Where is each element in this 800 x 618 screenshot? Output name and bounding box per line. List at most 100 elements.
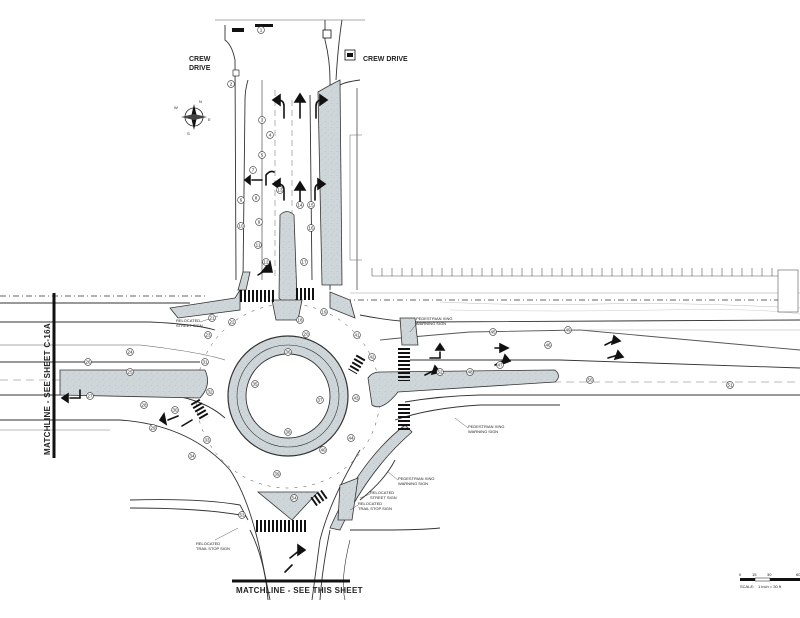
callout-bubble [320, 308, 328, 316]
callout-number: 36 [285, 350, 291, 355]
callout-number: 18 [297, 318, 303, 323]
matchline-bottom-label: MATCHLINE - SEE THIS SHEET [236, 586, 363, 595]
callout-number: 53 [239, 513, 245, 518]
callout-bubble [204, 331, 212, 339]
svg-text:WARNING SIGN: WARNING SIGN [468, 429, 498, 434]
callout-bubble [586, 376, 594, 384]
callout-number: 33 [204, 438, 210, 443]
callout-bubble [171, 406, 179, 414]
callout-bubble [255, 218, 263, 226]
callout-bubble [262, 258, 270, 266]
note-trail-stop-se: RELOCATED TRAIL STOP SIGN [349, 501, 392, 511]
central-island [195, 303, 381, 489]
callout-bubble [496, 361, 504, 369]
matchlines: MATCHLINE - SEE SHEET C-16A MATCHLINE - … [43, 293, 363, 595]
callout-bubble [237, 196, 245, 204]
svg-text:RELOCATED: RELOCATED [370, 490, 394, 495]
callout-number: 31 [202, 360, 208, 365]
callout-bubble [319, 446, 327, 454]
road-edges [0, 292, 800, 601]
callout-number: 2 [230, 82, 233, 87]
callout-bubble [544, 341, 552, 349]
callout-bubble [203, 436, 211, 444]
crew-drive-right: CREW DRIVE [363, 56, 408, 63]
callout-bubble [249, 166, 257, 174]
matchline-left-label: MATCHLINE - SEE SHEET C-16A [43, 323, 52, 455]
note-trail-stop-sw: RELOCATED TRAIL STOP SIGN [196, 527, 239, 551]
callout-bubble [353, 331, 361, 339]
callout-number: 19 [321, 310, 327, 315]
callout-bubble [258, 116, 266, 124]
crew-drive-left-line1: CREW [189, 56, 211, 63]
callout-number: 51 [727, 383, 733, 388]
callout-bubble [257, 26, 265, 34]
scale-tick-1: 15 [752, 572, 757, 577]
callout-number: 44 [348, 436, 354, 441]
callout-bubble [206, 388, 214, 396]
note-ped-xing-se: PEDESTRIAN XING WARNING SIGN [387, 471, 434, 486]
south-label: S [187, 131, 190, 136]
svg-text:WARNING SIGN: WARNING SIGN [398, 481, 428, 486]
callout-number: 20 [303, 332, 309, 337]
callout-number: 13 [277, 188, 283, 193]
callout-number: 50 [587, 378, 593, 383]
callout-number: 6 [240, 198, 243, 203]
callout-bubble [86, 392, 94, 400]
callout-number: 34 [189, 454, 195, 459]
callout-bubble [316, 396, 324, 404]
callout-bubble [188, 452, 196, 460]
callout-number: 54 [291, 496, 297, 501]
callout-bubble [296, 201, 304, 209]
callout-bubble [208, 314, 216, 322]
note-relocated-street-sign-s: RELOCATED STREET SIGN [359, 490, 397, 500]
svg-text:PEDESTRIAN XING: PEDESTRIAN XING [468, 424, 504, 429]
svg-text:RELOCATED: RELOCATED [358, 501, 382, 506]
north-arm [215, 19, 365, 290]
east-label: E [208, 117, 211, 122]
callout-bubble [726, 381, 734, 389]
signs [232, 24, 356, 77]
svg-text:WARNING SIGN: WARNING SIGN [416, 321, 446, 326]
callout-bubble [258, 151, 266, 159]
callout-bubble [254, 241, 262, 249]
callout-bubble [252, 194, 260, 202]
callout-number: 38 [285, 430, 291, 435]
lane-arrows [60, 92, 625, 573]
callout-number: 25 [127, 370, 133, 375]
scale-value: 1 inch = 30 ft [758, 584, 782, 589]
callout-number: 35 [252, 382, 258, 387]
callout-number: 21 [209, 316, 215, 321]
callout-bubble [284, 428, 292, 436]
callout-bubble [302, 330, 310, 338]
callout-bubble [284, 348, 292, 356]
north-label: N [199, 99, 202, 104]
south-arm [129, 459, 441, 601]
callout-bubble [436, 368, 444, 376]
callout-number: 5 [261, 153, 264, 158]
callout-number: 46 [545, 343, 551, 348]
callout-bubble [368, 353, 376, 361]
callout-number: 32 [207, 390, 213, 395]
callout-number: 11 [256, 243, 261, 248]
callout-number: 24 [127, 350, 133, 355]
splitter-islands [59, 79, 559, 531]
scale-tick-0: 0 [739, 572, 742, 577]
callout-bubble [140, 401, 148, 409]
svg-text:TRAIL STOP SIGN: TRAIL STOP SIGN [196, 546, 230, 551]
callout-bubble [300, 258, 308, 266]
scale-tick-2: 30 [767, 572, 772, 577]
scale-bar: 0 15 30 60 SCALE: 1 inch = 30 ft [739, 572, 800, 589]
callout-number: 40 [320, 448, 326, 453]
callout-number: 39 [274, 472, 280, 477]
svg-text:STREET SIGN: STREET SIGN [176, 323, 203, 328]
callout-bubble [126, 348, 134, 356]
callout-number: 15 [308, 203, 314, 208]
callout-bubble [352, 394, 360, 402]
street-labels: CREW DRIVE CREW DRIVE [189, 56, 408, 72]
callout-bubble [307, 201, 315, 209]
callout-number: 14 [297, 203, 303, 208]
scale-tick-3: 60 [796, 572, 800, 577]
callout-bubble [296, 316, 304, 324]
